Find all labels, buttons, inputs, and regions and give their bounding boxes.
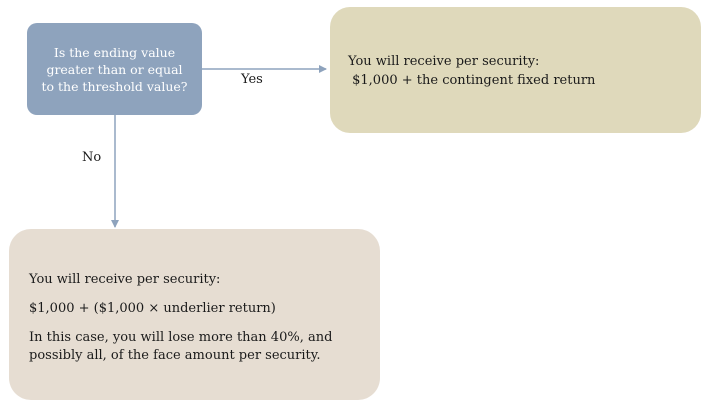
no-label: No <box>82 150 102 165</box>
decision-text-line-1: Is the ending value <box>53 44 176 60</box>
decision-text-line-2: greater than or equal <box>46 61 183 77</box>
no-outcome-intro: You will receive per security: <box>29 272 221 287</box>
decision-text-line-3: to the threshold value? <box>41 78 188 94</box>
no-outcome-note: In this case, you will lose more than 40… <box>29 330 333 363</box>
yes-label: Yes <box>241 72 263 87</box>
yes-outcome-intro: You will receive per security: <box>348 54 540 69</box>
yes-outcome-node: You will receive per security: $1,000 + … <box>330 7 701 133</box>
no-outcome-node: You will receive per security: $1,000 + … <box>9 229 380 400</box>
yes-outcome-formula: $1,000 + the contingent fixed return <box>348 73 596 88</box>
decision-node: Is the ending value greater than or equa… <box>27 23 202 115</box>
no-outcome-formula: $1,000 + ($1,000 × underlier return) <box>29 301 276 316</box>
